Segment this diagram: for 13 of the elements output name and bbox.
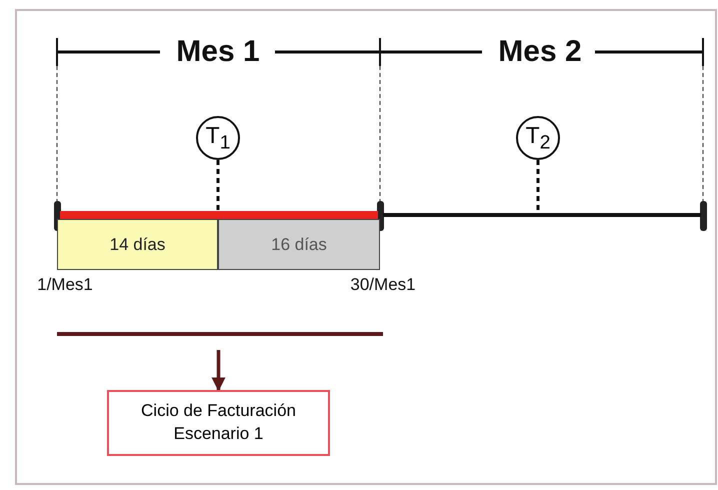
- timeline-bar: [383, 213, 701, 217]
- arrow: [212, 350, 226, 392]
- bracket-bar: [57, 332, 383, 336]
- time-marker-circle: T$_{2}$: [516, 116, 560, 160]
- date-label: 1/Mes1: [37, 275, 93, 295]
- date-label: 30/Mes1: [350, 275, 416, 295]
- billing-cycle-box: Cicio de Facturación Escenario 1: [107, 390, 330, 456]
- period-box: 14 días: [57, 219, 218, 270]
- month-label: Mes 1: [176, 35, 260, 69]
- time-marker-circle: T$_{1}$: [196, 116, 240, 160]
- period-box: 16 días: [218, 219, 380, 270]
- month-label: Mes 2: [498, 35, 582, 69]
- timeline-bar: [60, 211, 378, 219]
